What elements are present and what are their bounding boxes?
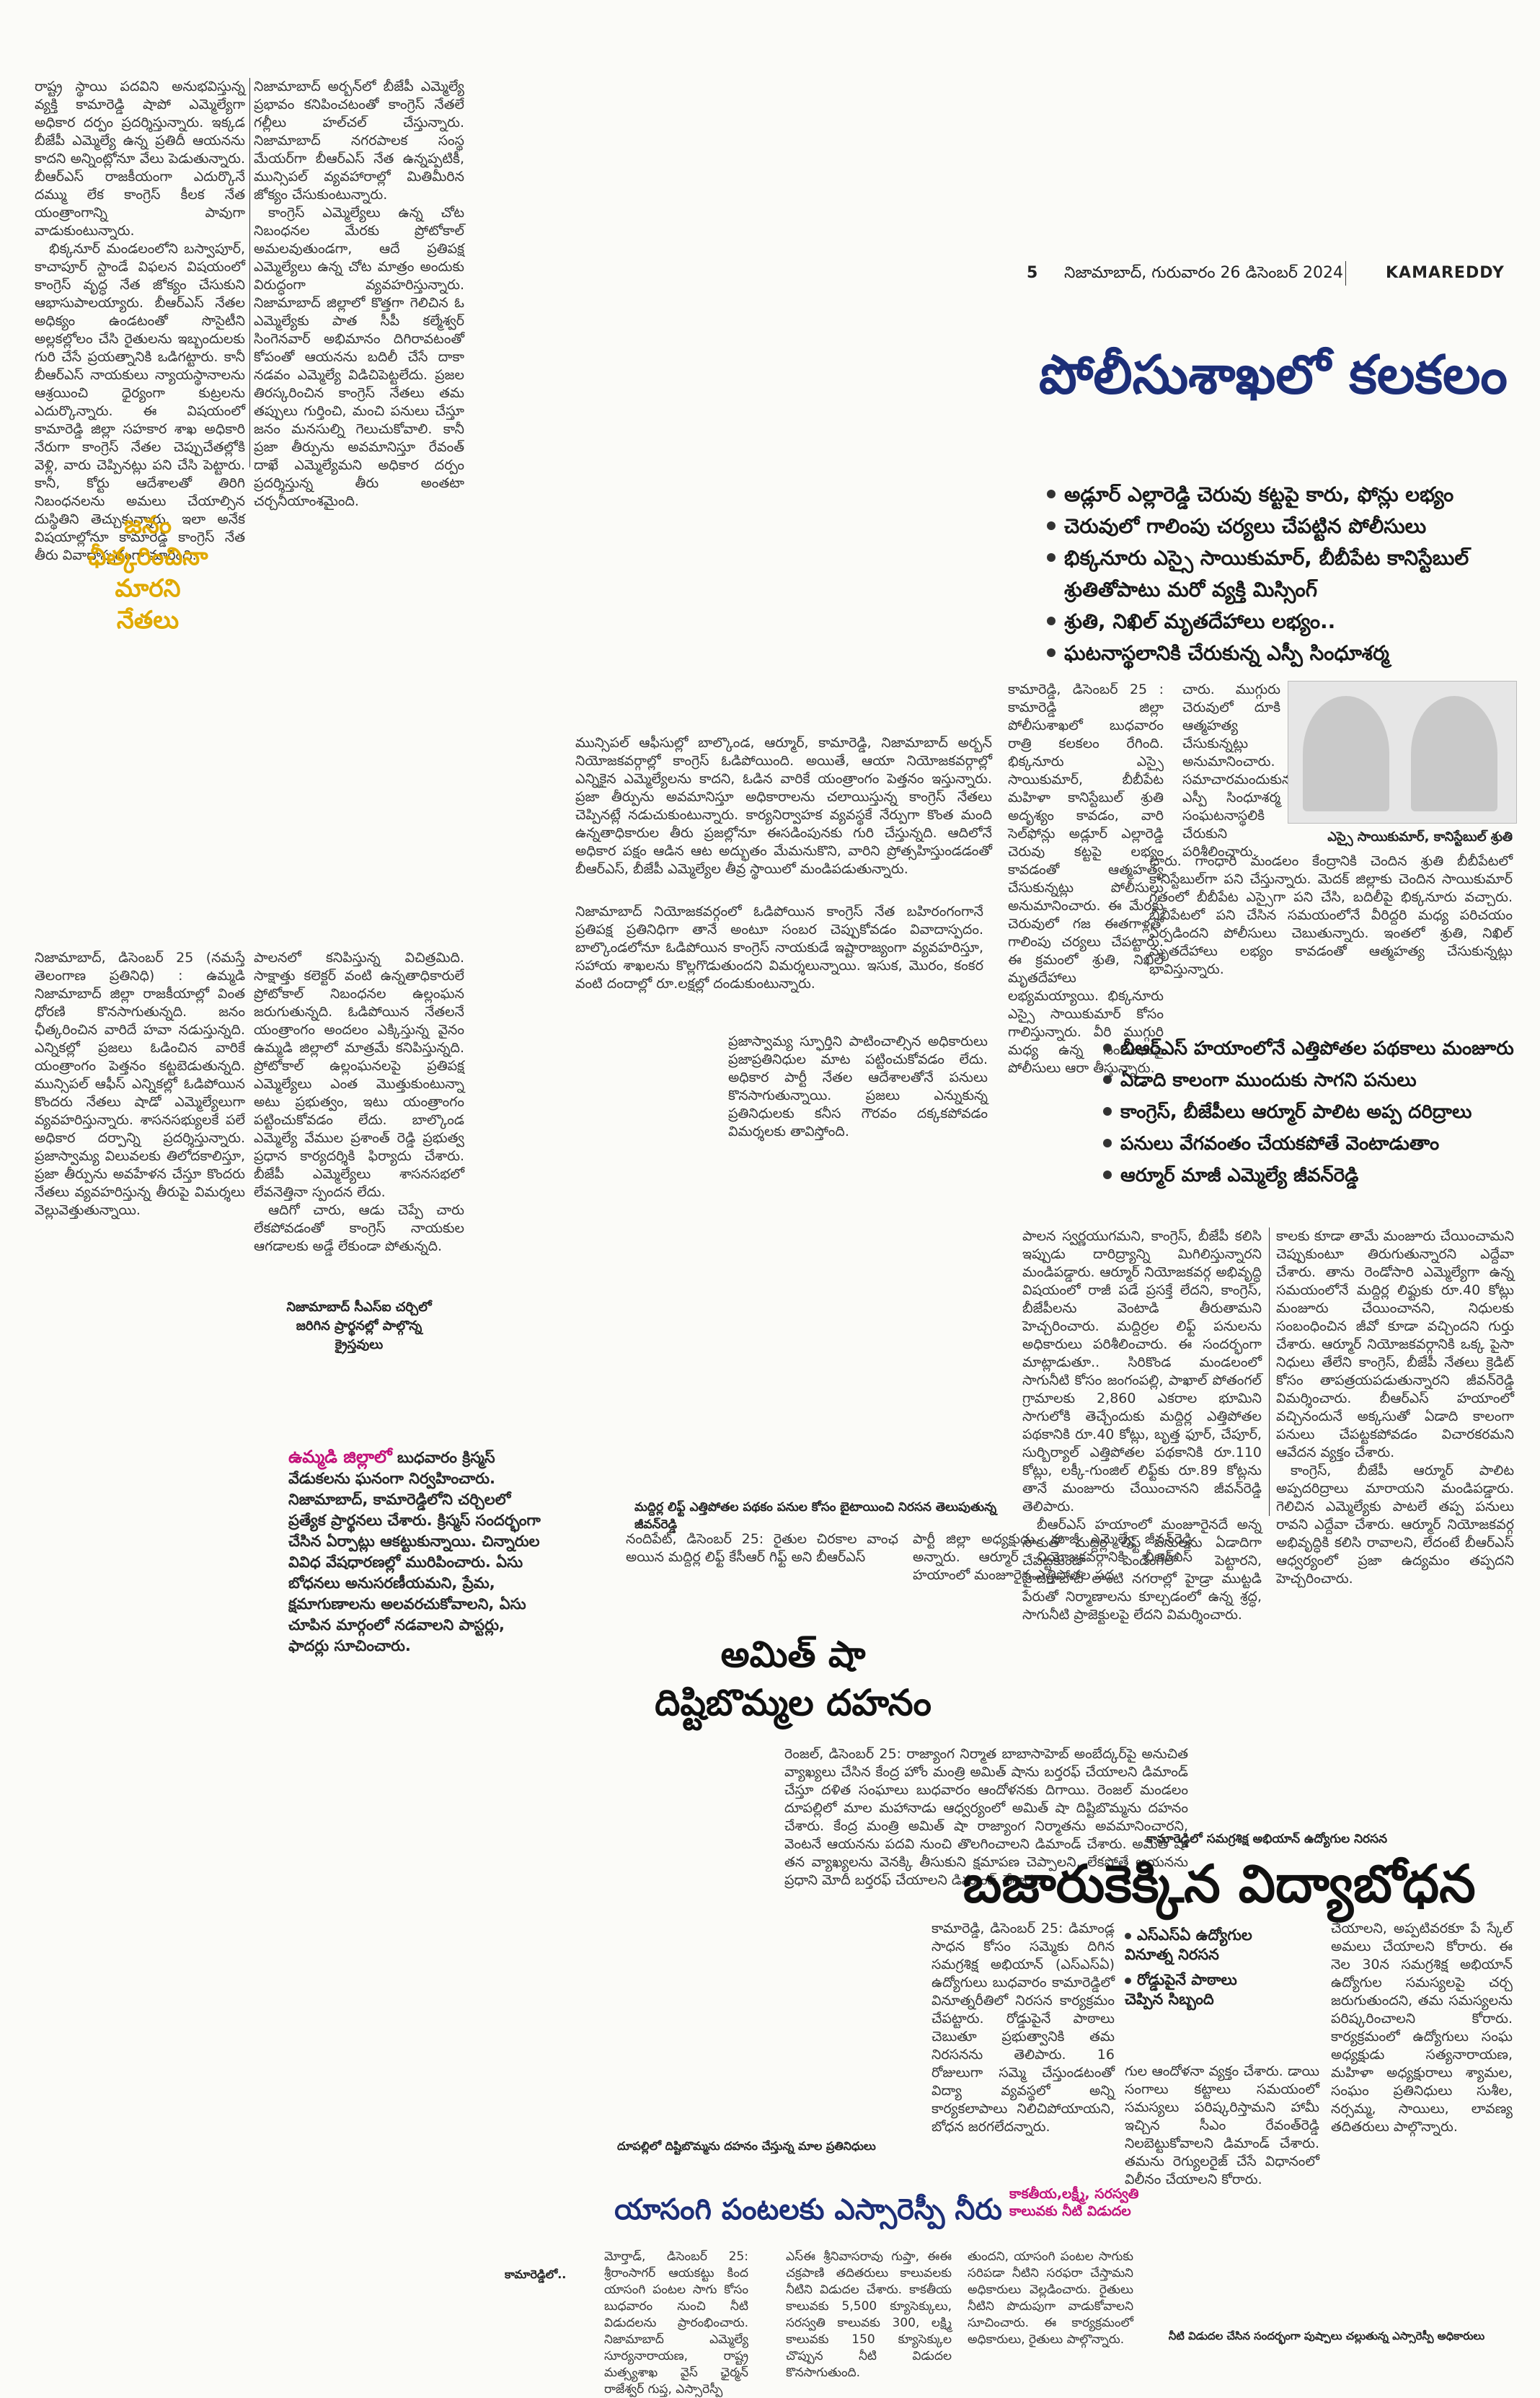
amit-photo	[496, 1745, 770, 2149]
bullet-icon	[1125, 1977, 1131, 1984]
paragraph: భిక్కనూర్ మండలంలోని బస్వాపూర్, కాచాపూర్ …	[35, 241, 245, 563]
education-kicker: కామారెడ్డిలో సమగ్రశిక్ష అభియాన్ ఉద్యోగుల…	[1146, 1832, 1388, 1846]
bullet-item: బీఆర్ఎస్ హయాంలోనే ఎత్తిపోతల పథకాలు మంజూర…	[1103, 1033, 1521, 1064]
brs-photo-caption: మద్దిర్ల లిఫ్ట్ ఎత్తిపోతల పథకం పనుల కోసం…	[634, 1500, 997, 1532]
christmas-photo	[35, 1356, 280, 1442]
amit-headline-line2: దిష్టిబొమ్మల దహనం	[655, 1682, 931, 1724]
police-photo-caption: ఎస్సై సాయికుమార్, కానిస్టేబుల్ శ్రుతి	[1327, 829, 1513, 845]
police-photo	[1288, 681, 1517, 824]
brs-bullets: బీఆర్ఎస్ హయాంలోనే ఎత్తిపోతల పథకాలు మంజూర…	[1103, 1033, 1521, 1191]
bullet-item: ఎస్‌ఎస్‌ఏ ఉద్యోగుల వినూత్న నిరసన	[1125, 1926, 1252, 1963]
bullet-item: భిక్కనూరు ఎస్సై సాయికుమార్, బీబీపేట కాని…	[1047, 542, 1508, 574]
page-number: 5	[1027, 264, 1038, 282]
photo-credit: కామారెడ్డిలో..	[505, 2267, 567, 2281]
paragraph: కాంగ్రెస్ ఎమ్మెల్యేలు ఉన్న చోట నిబంధనల మ…	[254, 205, 464, 509]
bullet-icon	[1103, 1075, 1112, 1084]
bullet-item: శ్రుతి, నిఖిల్ మృతదేహాలు లభ్యం..	[1047, 606, 1508, 638]
pull-quote-line: నేతలు	[116, 606, 180, 635]
bullet-icon	[1125, 1932, 1131, 1939]
left-story-col2: నిజామాబాద్ అర్బన్‌లో బీజేపీ ఎమ్మెల్యే ప్…	[254, 78, 464, 511]
church-photo-caption: నిజామాబాద్ సీఎస్ఐ చర్చిలో జరిగిన ప్రార్థ…	[286, 1300, 432, 1352]
header-divider	[1345, 261, 1346, 286]
column-divider	[249, 78, 250, 467]
paragraph: నిజామాబాద్ అర్బన్‌లో బీజేపీ ఎమ్మెల్యే ప్…	[254, 79, 464, 203]
bullet-icon	[1047, 648, 1056, 657]
paragraph: కాంగ్రెస్, బీజేపీ ఆర్మూర్ పాలిట అప్పదరిద…	[1276, 1463, 1514, 1587]
christmas-lead: ఉమ్మడి జిల్లాలో	[288, 1447, 392, 1467]
brs-col1: పాలన స్వర్ణయుగమని, కాంగ్రెస్, బీజేపీ కలి…	[1022, 1227, 1262, 1624]
paragraph: బీఆర్ఎస్ హయాంలో మంజూరైనదే అన్న సాకుతో మద…	[1022, 1517, 1262, 1623]
pull-quote: జనం ఛీత్కరించినా మారని నేతలు	[58, 509, 238, 636]
left-story-col1: రాష్ట్ర స్థాయి పదవిని అనుభవిస్తున్న వ్యక…	[35, 78, 245, 565]
amit-headline: అమిత్ షా దిష్టిబొమ్మల దహనం	[606, 1631, 981, 1728]
amit-photo-caption: దూపల్లిలో దిష్టిబొమ్మను దహనం చేస్తున్న మ…	[617, 2139, 876, 2153]
congress-col3: ప్రజాస్వామ్య స్ఫూర్తిని పాటించాల్సిన అధి…	[728, 1033, 988, 1140]
person-photo	[1303, 696, 1389, 811]
column-divider	[1269, 1227, 1270, 1516]
police-col3: చారు. గాంధారి మండలం కేంద్రానికి చెందిన శ…	[1149, 853, 1513, 977]
amit-headline-line1: అమిత్ షా	[720, 1634, 866, 1675]
bullet-item: కాంగ్రెస్, బీజేపీలు ఆర్మూర్ పాలిట అప్ప ద…	[1103, 1096, 1521, 1128]
bullet-item: అడ్లూర్ ఎల్లారెడ్డి చెరువు కట్టపై కారు, …	[1047, 479, 1508, 511]
pull-quote-line: ఛీత్కరించినా	[87, 542, 208, 571]
congress-dateline-block: నిజామాబాద్, డిసెంబర్ 25 (నమస్తే తెలంగాణ …	[35, 950, 245, 1218]
congress-col2: నిజామాబాద్ నియోజకవర్గంలో ఓడిపోయిన కాంగ్ర…	[575, 904, 983, 992]
brs-foot1: నందిపేట్, డిసెంబర్ 25: రైతుల చిరకాల వాంఛ…	[626, 1531, 898, 1565]
brs-col2: కాలకు కూడా తామే మంజూరు చేయించామని చెప్పు…	[1276, 1227, 1514, 1588]
police-headline: పోలీసుశాఖలో కలకలం	[1039, 344, 1508, 406]
dateline: నిజామాబాద్, గురువారం 26 డిసెంబర్ 2024	[1064, 264, 1343, 282]
police-col2: చారు. ముగ్గురు చెరువులో దూకి ఆత్మహత్య చే…	[1182, 682, 1296, 860]
police-bullets: అడ్లూర్ ఎల్లారెడ్డి చెరువు కట్టపై కారు, …	[1047, 479, 1508, 669]
bullet-icon	[1103, 1043, 1112, 1052]
education-col2: గుల ఆందోళనా వ్యక్తం చేశారు. డాయి సంగాలు …	[1125, 2063, 1319, 2187]
christmas-story: ఉమ్మడి జిల్లాలో బుధవారం క్రిస్మస్ వేడుకల…	[288, 1447, 541, 1657]
bullet-item: ఘటనాస్థలానికి చేరుకున్న ఎస్పీ సింధూశర్మ	[1047, 638, 1508, 669]
education-col1: కామారెడ్డి, డిసెంబర్ 25: డిమాండ్ల సాధన క…	[931, 1921, 1115, 2135]
pull-quote-line: జనం	[124, 511, 172, 539]
education-headline: బజారుకెక్కిన విద్యాబోధన	[962, 1853, 1476, 1914]
amit-body: రెంజల్, డిసెంబర్ 25: రాజ్యాంగ నిర్మాత బా…	[784, 1746, 1188, 1888]
education-photo	[1269, 1920, 1270, 1921]
bullet-icon	[1103, 1170, 1112, 1179]
bullet-icon	[1047, 521, 1056, 530]
pull-quote-line: మారని	[115, 574, 181, 603]
congress-col1: మున్సిపల్ ఆఫీసుల్లో బాల్కొండ, ఆర్మూర్, క…	[575, 735, 992, 877]
bullet-icon	[1047, 490, 1056, 498]
paragraph: పాలనలో కనిపిస్తున్న విచిత్రమిది. సాక్షాత…	[254, 950, 464, 1200]
bullet-item: ఆర్మూర్ మాజీ ఎమ్మెల్యే జీవన్‌రెడ్డి	[1103, 1160, 1521, 1191]
education-bullets: ఎస్‌ఎస్‌ఏ ఉద్యోగుల వినూత్న నిరసన రోడ్డుప…	[1125, 1926, 1269, 2009]
bullet-item: శ్రుతితోపాటు మరో వ్యక్తి మిస్సింగ్	[1064, 578, 1318, 601]
paragraph: పాలన స్వర్ణయుగమని, కాంగ్రెస్, బీజేపీ కలి…	[1022, 1228, 1262, 1515]
bullet-item: రోడ్డుపైనే పాఠాలు చెప్పిన సిబ్బంది	[1125, 1971, 1237, 2008]
srsp-headline: యాసంగి పంటలకు ఎస్సారెస్పీ నీరు	[614, 2193, 1002, 2226]
srsp-col3: తుందని, యాసంగి పంటల సాగుకు సరిపడా నీటిని…	[968, 2249, 1133, 2347]
bullet-item: చెరువులో గాలింపు చర్యలు చేపట్టిన పోలీసుల…	[1047, 511, 1508, 542]
srsp-photo	[1139, 2190, 1514, 2327]
bullet-icon	[1047, 617, 1056, 625]
education-col3: చేయాలని, అప్పటివరకూ పే స్కేల్ అమలు చేయాల…	[1331, 1921, 1513, 2135]
paragraph: కాలకు కూడా తామే మంజూరు చేయించామని చెప్పు…	[1276, 1228, 1514, 1460]
bullet-item: పనులు వేగవంతం చేయకపోతే వెంటాడుతాం	[1103, 1128, 1521, 1160]
srsp-kicker: కాకతీయ,లక్ష్మీ, సరస్వతి కాలువకు నీటి విడ…	[1009, 2186, 1139, 2219]
person-photo	[1411, 696, 1497, 811]
srsp-photo-caption: నీటి విడుదల చేసిన సందర్భంగా పుష్పాలు చల్…	[1168, 2329, 1485, 2342]
bullet-item: ఏడాది కాలంగా ముందుకు సాగని పనులు	[1103, 1064, 1521, 1096]
christmas-body: బుధవారం క్రిస్మస్ వేడుకలను ఘనంగా నిర్వహి…	[288, 1449, 541, 1654]
edition-name: KAMAREDDY	[1386, 264, 1505, 282]
page-header: 5 నిజామాబాద్, గురువారం 26 డిసెంబర్ 2024 …	[1021, 264, 1511, 290]
brs-photo	[476, 1219, 1014, 1491]
bullet-icon	[1103, 1106, 1112, 1116]
srsp-col1: మోర్తాడ్, డిసెంబర్ 25: శ్రీరాంసాగర్ ఆయకట…	[604, 2249, 748, 2397]
bullet-icon	[1047, 553, 1056, 562]
congress-col-mid: పాలనలో కనిపిస్తున్న విచిత్రమిది. సాక్షాత…	[254, 949, 464, 1256]
police-col1: కామారెడ్డి, డిసెంబర్ 25 : కామారెడ్డి జిల…	[1008, 682, 1164, 1076]
bullet-icon	[1103, 1138, 1112, 1147]
paragraph: ఆదిగో చారు, ఆడు చెప్పే చారు లేకపోవడంతో క…	[254, 1202, 464, 1254]
srsp-col2: ఎస్ఈ శ్రీనివాసరావు గుప్తా, ఈఈ చక్రపాణి త…	[786, 2249, 952, 2380]
brs-foot2: పార్టీ జిల్లా అధ్యక్షుడు, మాజీ ఎమ్మెల్యే…	[913, 1531, 1192, 1583]
paragraph: రాష్ట్ర స్థాయి పదవిని అనుభవిస్తున్న వ్యక…	[35, 79, 245, 239]
